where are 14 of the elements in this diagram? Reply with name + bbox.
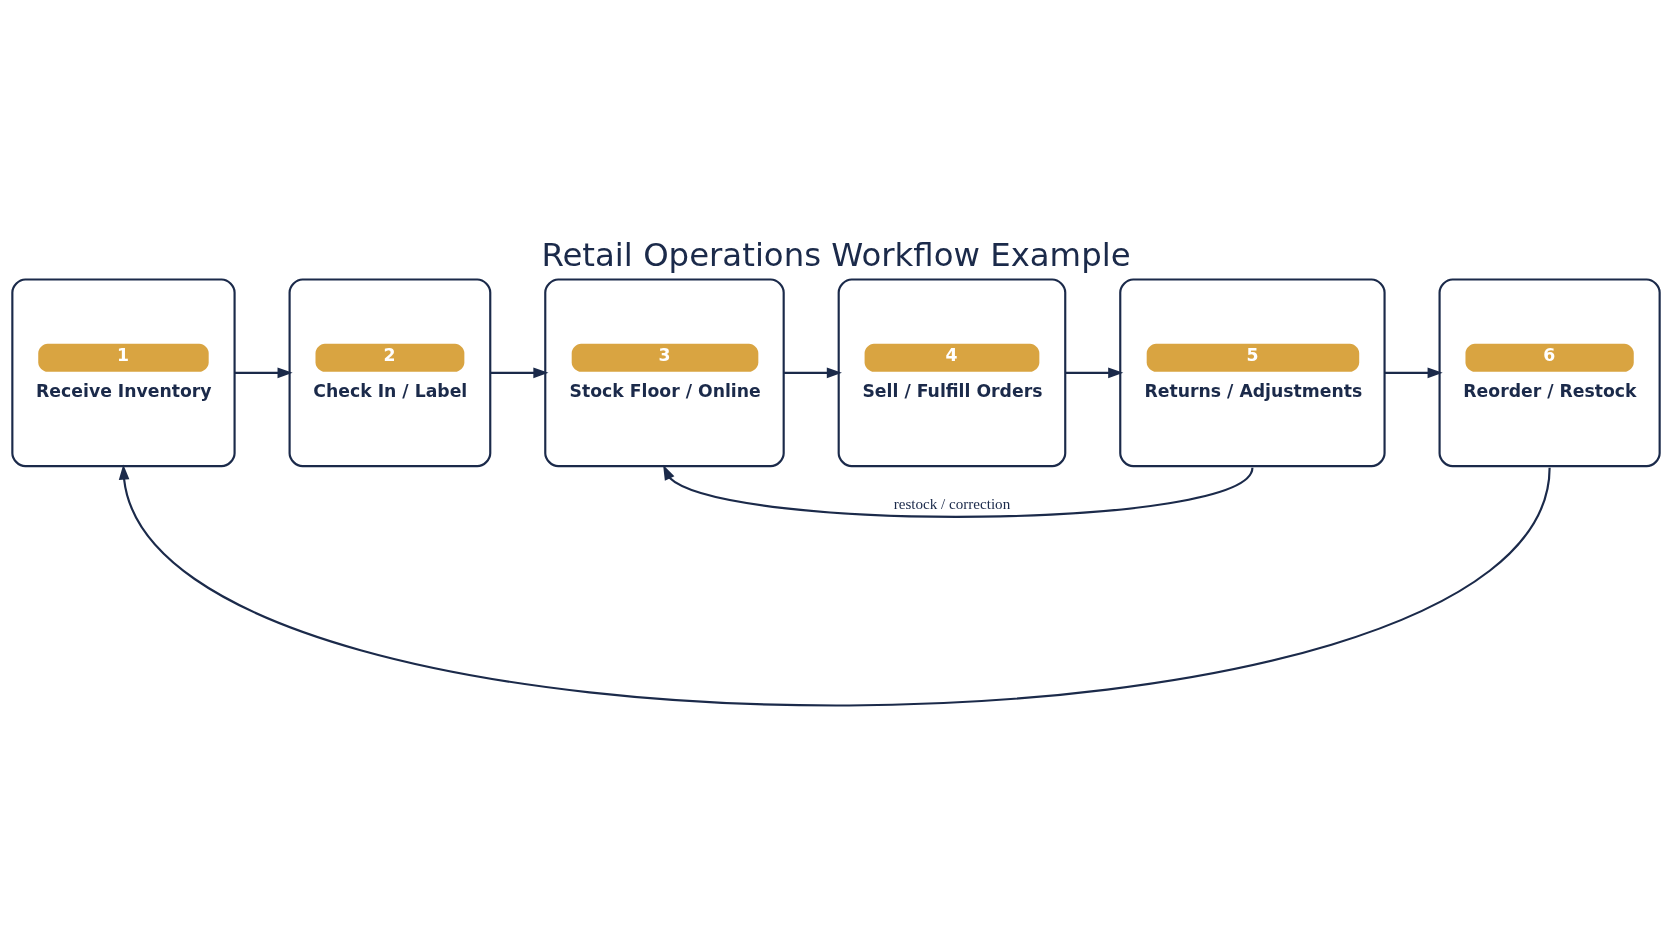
arrow [663,464,1254,518]
edge-label: restock / correction [893,496,1011,512]
arrow [1384,367,1443,379]
arrow [1065,367,1124,379]
diagram-title: Retail Operations Workflow Example [541,235,1131,274]
arrow [784,367,842,379]
node-box: 4 Sell / Fulfill Orders [837,278,1067,468]
node-box: 6 Reorder / Restock [1438,278,1661,468]
arrow [234,367,293,379]
node-box: 1 Receive Inventory [11,278,236,468]
node-box: 5 Returns / Adjustments [1119,278,1386,468]
node-box: 2 Check In / Label [288,278,492,468]
node-box: 3 Stock Floor / Online [544,278,785,468]
arrow [490,367,549,379]
